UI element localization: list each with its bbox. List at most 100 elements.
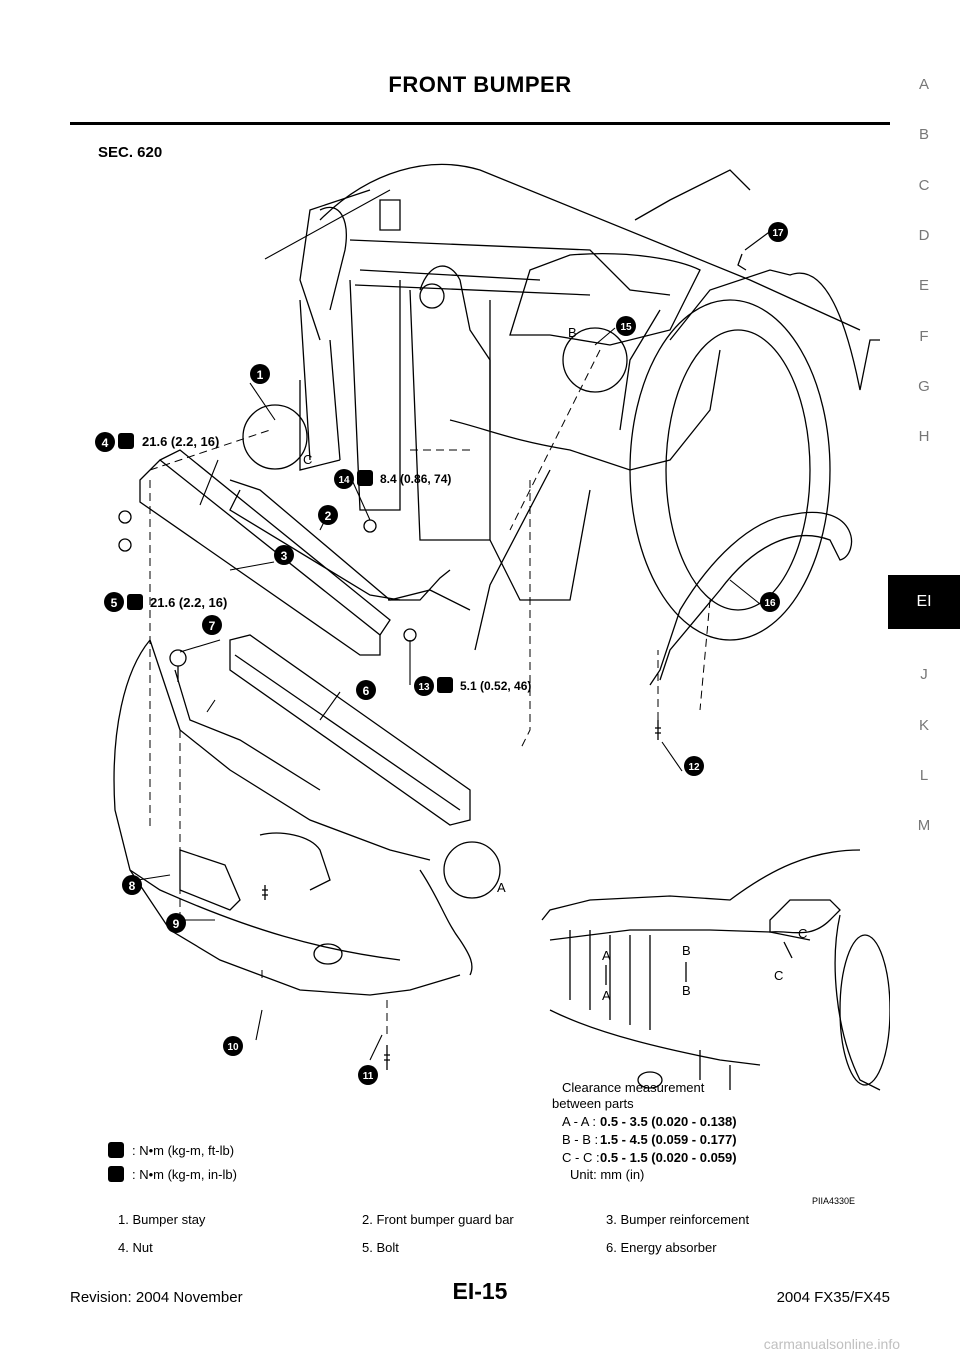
tab-l[interactable]: L (919, 767, 929, 784)
callout-14: 14 (334, 469, 354, 489)
svg-text:B - B :: B - B : (562, 1132, 598, 1147)
svg-text:0.5 - 1.5 (0.020 - 0.059): 0.5 - 1.5 (0.020 - 0.059) (600, 1150, 737, 1165)
front-bumper-exploded-diagram: SEC. 620 C B A (95, 144, 890, 1206)
svg-text:1.5 - 4.5 (0.059 - 0.177): 1.5 - 4.5 (0.059 - 0.177) (600, 1132, 737, 1147)
svg-text:13: 13 (418, 682, 430, 693)
callout-2: 2 (318, 505, 338, 525)
tab-j[interactable]: J (920, 666, 928, 683)
tab-f[interactable]: F (919, 328, 929, 345)
torque-spec-5: 21.6 (2.2, 16) (127, 594, 227, 610)
bumper-reinforcement-drawing (139, 449, 471, 656)
svg-text:B: B (682, 983, 691, 998)
callout-1: 1 (250, 364, 270, 384)
view-circle-a: A (443, 841, 506, 899)
part-item: 5. Bolt (362, 1240, 399, 1255)
view-letter-a: A (497, 880, 506, 895)
tab-m[interactable]: M (917, 817, 931, 834)
callout-3: 3 (274, 545, 294, 565)
tab-b[interactable]: B (918, 126, 929, 143)
svg-text:15: 15 (620, 322, 632, 333)
svg-text:0.5 - 3.5 (0.020 - 0.138): 0.5 - 3.5 (0.020 - 0.138) (600, 1114, 737, 1129)
legend-ft-lb: : N•m (kg-m, ft-lb) (132, 1143, 234, 1158)
svg-text:C: C (774, 968, 783, 983)
part-item: 6. Energy absorber (606, 1240, 717, 1255)
callout-17: 17 (768, 222, 788, 242)
model-label: 2004 FX35/FX45 (776, 1289, 890, 1306)
svg-text:21.6 (2.2, 16): 21.6 (2.2, 16) (150, 595, 227, 610)
page-title: FRONT BUMPER (388, 72, 572, 97)
svg-text:8: 8 (129, 879, 136, 893)
torque-spec-13: 5.1 (0.52, 46) (437, 677, 531, 693)
tab-g[interactable]: G (918, 378, 930, 395)
svg-text:1: 1 (257, 368, 264, 382)
svg-text:5: 5 (111, 596, 118, 610)
part-item: 4. Nut (118, 1240, 153, 1255)
revision-label: Revision: 2004 November (70, 1289, 243, 1306)
callout-9: 9 (166, 913, 186, 933)
svg-text:C - C :: C - C : (562, 1150, 600, 1165)
dash-lines (149, 349, 711, 1035)
part-item: 1. Bumper stay (118, 1212, 206, 1227)
clearance-title-1: Clearance measurement (562, 1080, 705, 1095)
svg-text:8.4 (0.86, 74): 8.4 (0.86, 74) (380, 472, 451, 486)
svg-text:3: 3 (281, 549, 288, 563)
tab-ei[interactable]: EI (888, 575, 960, 629)
view-circle-c: C (242, 404, 312, 470)
tab-c[interactable]: C (918, 177, 930, 194)
svg-text:5.1 (0.52, 46): 5.1 (0.52, 46) (460, 679, 531, 693)
view-letter-c: C (303, 452, 312, 467)
title-rule (70, 122, 890, 125)
vehicle-front-structure-drawing (299, 163, 880, 651)
clearance-view-drawing (541, 849, 890, 1091)
fasteners-drawing (118, 253, 747, 1070)
torque-spec-4: 21.6 (2.2, 16) (118, 433, 219, 449)
svg-text:A: A (602, 988, 611, 1003)
part-item: 3. Bumper reinforcement (606, 1212, 750, 1227)
part-item: 2. Front bumper guard bar (362, 1212, 514, 1227)
svg-text:6: 6 (363, 684, 370, 698)
callout-7: 7 (202, 615, 222, 635)
svg-text:17: 17 (772, 228, 784, 239)
front-bumper-fascia-drawing (113, 639, 473, 996)
tab-e[interactable]: E (918, 277, 929, 294)
callout-16: 16 (760, 592, 780, 612)
svg-text:14: 14 (338, 475, 350, 486)
svg-text:12: 12 (688, 762, 700, 773)
callout-5: 5 (104, 592, 124, 612)
callout-12: 12 (684, 756, 704, 776)
tab-h[interactable]: H (918, 428, 930, 445)
image-code: PIIA4330E (812, 1196, 855, 1206)
view-letter-b: B (568, 325, 577, 340)
svg-text:C: C (798, 926, 807, 941)
torque-unit-legend: : N•m (kg-m, ft-lb) : N•m (kg-m, in-lb) (108, 1142, 237, 1182)
tab-k[interactable]: K (918, 717, 929, 734)
clearance-letters: AA BB CC (602, 926, 807, 1003)
callout-6: 6 (356, 680, 376, 700)
callout-10: 10 (223, 1036, 243, 1056)
energy-absorber-drawing (229, 634, 471, 826)
svg-text:21.6 (2.2, 16): 21.6 (2.2, 16) (142, 434, 219, 449)
clearance-title-2: between parts (552, 1096, 634, 1111)
torque-specs: 21.6 (2.2, 16) 21.6 (2.2, 16) 8.4 (0.86,… (118, 433, 531, 693)
svg-text:B: B (682, 943, 691, 958)
clearance-unit: Unit: mm (in) (570, 1167, 644, 1182)
tab-d[interactable]: D (918, 227, 930, 244)
callout-11: 11 (358, 1065, 378, 1085)
svg-text:9: 9 (173, 917, 180, 931)
svg-text:11: 11 (363, 1071, 374, 1082)
view-circle-b: B (562, 325, 628, 393)
clearance-table: Clearance measurement between parts A - … (552, 1080, 737, 1182)
svg-text:4: 4 (102, 436, 109, 450)
tab-a[interactable]: A (918, 76, 929, 93)
callout-8: 8 (122, 875, 142, 895)
fender-flare-drawing (649, 511, 853, 686)
svg-text:7: 7 (209, 619, 216, 633)
parts-legend-row: 1. Bumper stay 2. Front bumper guard bar… (0, 1212, 820, 1232)
svg-text:10: 10 (227, 1042, 239, 1053)
svg-text:16: 16 (764, 598, 776, 609)
callout-badges: 1 2 3 4 5 6 7 8 9 10 11 12 13 14 15 16 1… (95, 222, 788, 1085)
legend-in-lb: : N•m (kg-m, in-lb) (132, 1167, 237, 1182)
torque-spec-14: 8.4 (0.86, 74) (357, 470, 451, 486)
section-label: SEC. 620 (98, 144, 162, 161)
page-number: EI-15 (452, 1278, 508, 1304)
